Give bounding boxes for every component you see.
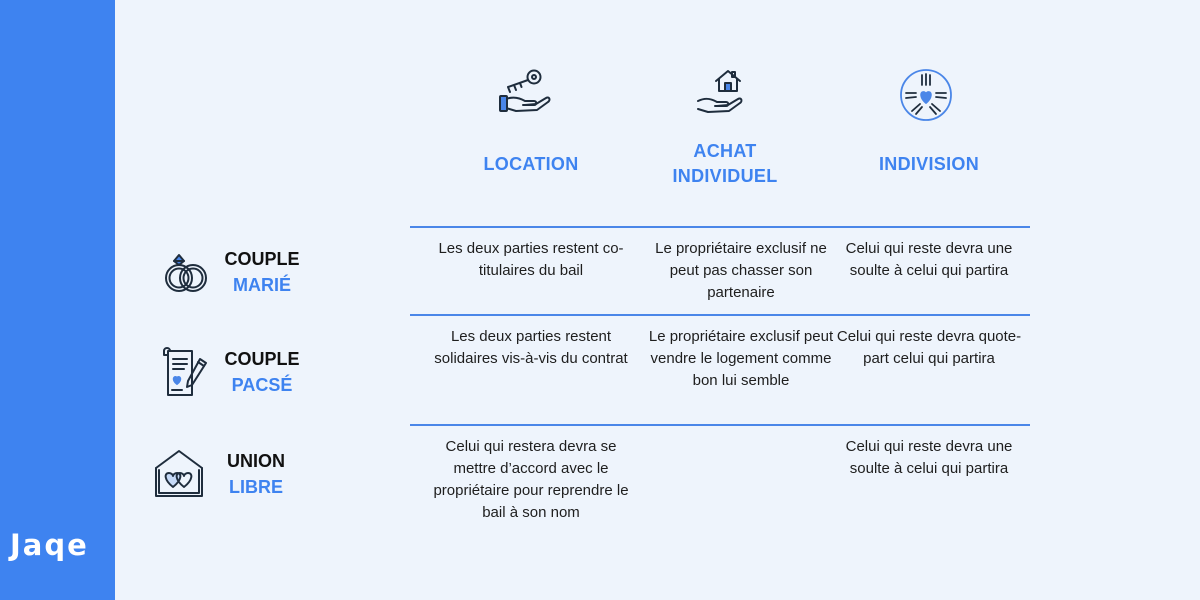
row-label-union-libre: UNION LIBRE <box>227 451 285 497</box>
cell-pacse-location: Les deux parties restent solidaires vis-… <box>434 328 628 367</box>
contract-pen-icon <box>158 345 214 401</box>
cell-marie-indivision: Celui qui reste devra une soulte à celui… <box>845 240 1013 279</box>
row-divider <box>410 314 1030 316</box>
cell-pacse-achat-individuel: Le propriétaire exclusif peut vendre le … <box>648 328 834 389</box>
sidebar <box>0 0 115 600</box>
hand-key-icon <box>490 63 554 127</box>
row-label-couple-pacse: COUPLE PACSÉ <box>224 349 300 395</box>
house-hearts-icon <box>151 446 207 502</box>
column-header-achat-individuel: ACHAT INDIVIDUEL <box>672 141 778 186</box>
cell-marie-location: Les deux parties restent co-titulaires d… <box>438 240 624 279</box>
row-divider <box>410 226 1030 228</box>
hand-house-icon <box>688 63 752 127</box>
cell-marie-achat-individuel: Le propriétaire exclusif ne peut pas cha… <box>655 240 827 301</box>
column-header-location: LOCATION <box>483 154 579 174</box>
row-label-couple-marie: COUPLE MARIÉ <box>224 249 300 295</box>
group-hands-heart-icon <box>894 63 958 127</box>
row-divider <box>410 424 1030 426</box>
cell-union-location: Celui qui restera devra se mettre d’acco… <box>433 438 629 521</box>
column-header-indivision: INDIVISION <box>878 154 979 174</box>
wedding-rings-icon <box>158 244 214 300</box>
cell-union-indivision: Celui qui reste devra une soulte à celui… <box>845 438 1013 477</box>
brand-logo: Jaqe <box>10 528 89 562</box>
cell-pacse-indivision: Celui qui reste devra quote-part celui q… <box>836 328 1022 367</box>
